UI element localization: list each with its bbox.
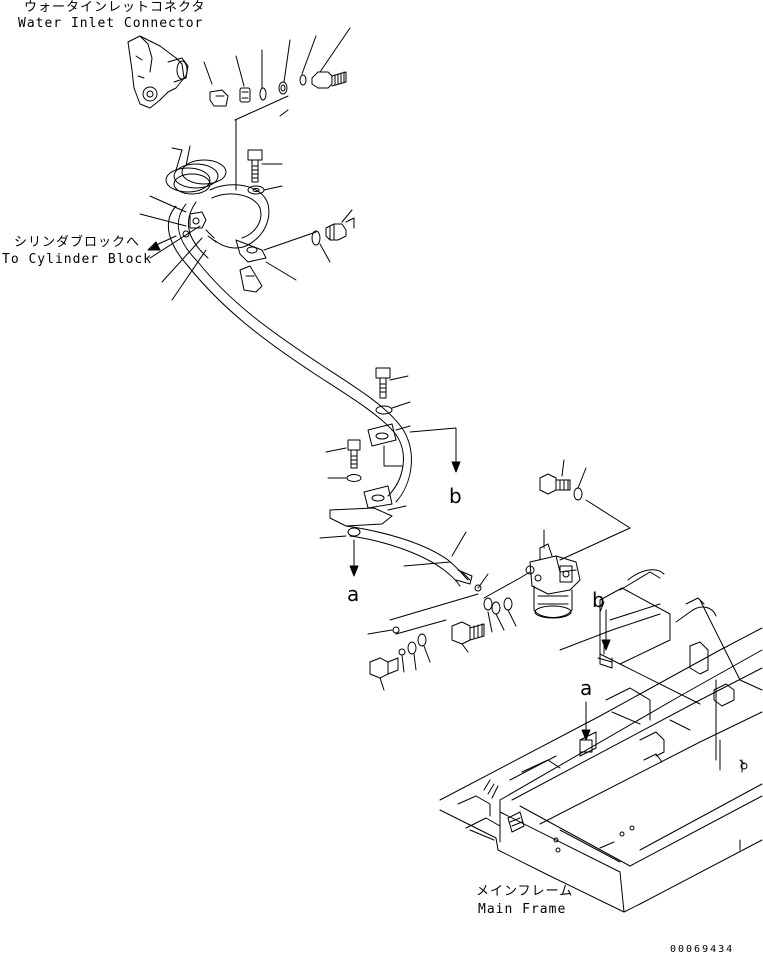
mid-bolt-left xyxy=(325,439,362,482)
mid-bolt-upper xyxy=(375,367,411,431)
hose-clamp-mid xyxy=(363,423,397,509)
main-frame-label-en: Main Frame xyxy=(478,902,567,917)
loop-fittings xyxy=(182,211,217,243)
ref-arrow-a-lower xyxy=(579,701,593,753)
ref-arrow-b-lower xyxy=(601,609,611,651)
to-cylinder-label-jp: シリンダブロックへ xyxy=(14,235,141,250)
filter-fittings xyxy=(389,573,521,633)
main-frame xyxy=(439,569,763,913)
water-inlet-connector xyxy=(127,35,189,109)
ref-arrow-b-upper xyxy=(383,427,461,473)
long-hose xyxy=(167,201,412,503)
ref-mark-b-lower: b xyxy=(592,588,605,612)
ref-arrow-a-upper xyxy=(349,539,359,577)
hose-clip-upper xyxy=(235,209,355,293)
ref-mark-b-upper: b xyxy=(449,484,462,508)
water-inlet-label-jp: ウォータインレットコネクタ xyxy=(24,0,206,15)
to-cylinder-label-en: To Cylinder Block xyxy=(2,252,153,267)
leader-lines-left xyxy=(139,195,297,301)
water-filter xyxy=(519,529,581,619)
main-frame-label-jp: メインフレーム xyxy=(476,884,574,899)
ref-mark-a-upper: a xyxy=(347,582,360,606)
water-inlet-label-en: Water Inlet Connector xyxy=(18,16,204,31)
to-cylinder-arrow xyxy=(147,235,177,251)
leader-lines-top xyxy=(203,27,351,191)
filter-bolt xyxy=(539,459,631,561)
hose-loop xyxy=(209,184,270,249)
loop-bolt-washer xyxy=(247,149,283,195)
inlet-fittings xyxy=(209,71,347,107)
drawing-number: 00069434 xyxy=(670,944,735,955)
hose-clamps xyxy=(165,145,227,195)
ref-mark-a-lower: a xyxy=(580,676,593,700)
lower-hose-bracket xyxy=(319,505,473,587)
lower-bolts xyxy=(367,619,485,691)
